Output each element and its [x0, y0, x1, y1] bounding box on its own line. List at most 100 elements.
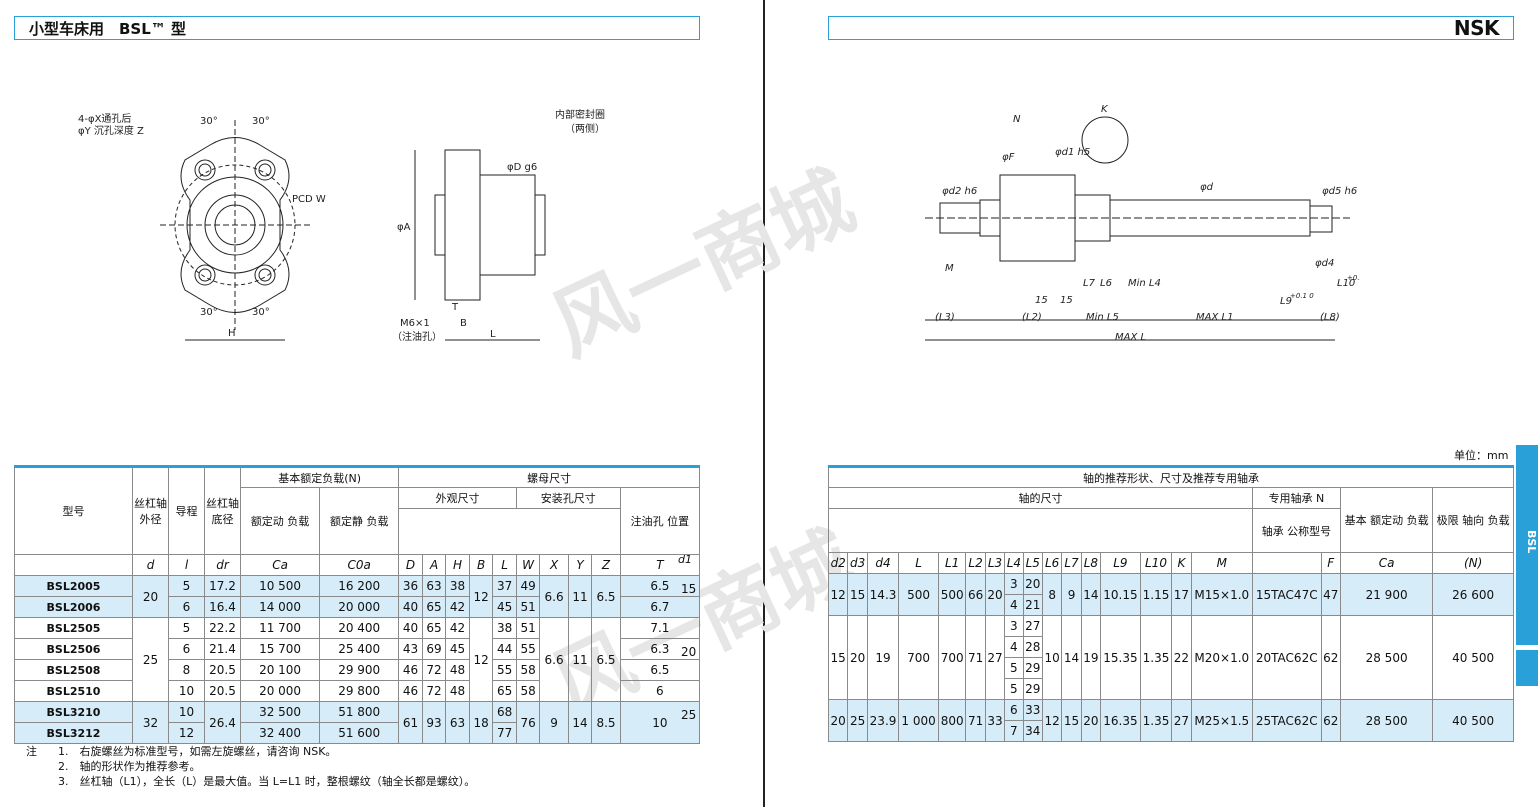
note-item: 2. 轴的形状作为推荐参考。 [58, 760, 201, 773]
sym: L6 [1041, 552, 1063, 574]
side-tab[interactable] [1516, 445, 1538, 645]
table-row[interactable]: 12 15 14.3 500 500 66 20 3 20 8 9 14 10.… [827, 573, 1514, 616]
table-row[interactable]: BSL2505 25 5 22.2 11 700 20 400 40 65 42… [14, 617, 701, 702]
max-l1-label: MAX L1 [1196, 312, 1233, 323]
sym: (N) [1432, 552, 1514, 574]
oil-hole-label: M6×1 [400, 318, 430, 329]
note-item: 3. 丝杠轴（L1），全长（L）是最大值。当 L=L1 时，整根螺纹（轴全长都是… [58, 775, 476, 788]
d1-g1: 15 [681, 582, 697, 596]
d-label: φd [1200, 182, 1214, 193]
col-oil: 注油孔 位置 [619, 487, 701, 555]
m-label: M [945, 263, 954, 274]
h-label: H [228, 328, 236, 339]
table-row[interactable]: BSL3210 32 10 26.4 32 500 51 800 61 93 6… [14, 701, 701, 744]
sym: H [445, 554, 470, 576]
sym: C0a [319, 554, 400, 576]
dim-15: 15 [1035, 295, 1048, 306]
col-bearing-model: 轴承 公称型号 [1251, 508, 1341, 553]
col-shaft: 轴的尺寸 [828, 487, 1253, 509]
sym: d3 [847, 552, 868, 574]
col-limit: 极限 轴向 负载 [1432, 487, 1514, 553]
col-root: 丝杠轴 底径 [204, 466, 241, 555]
angle-label: 30° [200, 116, 218, 127]
notes-label: 注 [26, 745, 37, 758]
sym: L10 [1139, 552, 1173, 574]
sym: L7 [1061, 552, 1082, 574]
min-l5-label: Min L5 [1086, 312, 1119, 323]
angle-label: 30° [252, 307, 270, 318]
table-row[interactable]: 15 20 19 700 700 71 27 3 27 10 14 19 15.… [827, 615, 1514, 700]
table-row[interactable]: 20 25 23.9 1 000 800 71 33 6 33 12 15 20… [827, 699, 1514, 742]
sym: L8 [1080, 552, 1102, 574]
col-model: 型号 [14, 466, 133, 555]
col-stat: 额定静 负载 [319, 487, 400, 555]
col-bearing: 专用轴承 N [1251, 487, 1341, 509]
angle-label: 30° [200, 307, 218, 318]
sym: A [421, 554, 447, 576]
sym: D [398, 554, 423, 576]
d1h5-label: φd1 h5 [1055, 147, 1090, 158]
sym: L1 [937, 552, 967, 574]
l6-label: L6 [1100, 278, 1112, 289]
d5h6-label: φd5 h6 [1322, 186, 1357, 197]
shaft-table-title: 轴的推荐形状、尺寸及推荐专用轴承 [828, 466, 1514, 488]
sym: l [168, 554, 205, 576]
table-row[interactable]: BSL2506 6 21.4 15 700 25 400 43 69 45 44… [14, 638, 701, 660]
sym: Ca [239, 554, 321, 576]
col-load: 基本额定负载(N) [239, 466, 400, 488]
l7-label: L7 [1083, 278, 1096, 289]
col-nut: 螺母尺寸 [398, 466, 700, 488]
table-row[interactable]: BSL2508 8 20.5 20 100 29 900 46 72 48 55… [14, 659, 701, 681]
pcd-label: PCD W [292, 194, 326, 205]
page-divider [763, 0, 765, 807]
sym-d1: d1 [678, 553, 692, 566]
table-row[interactable]: BSL2510 10 20.5 20 000 29 800 46 72 48 6… [14, 680, 701, 702]
min-l4-label: Min L4 [1128, 278, 1161, 289]
sym: d2 [827, 552, 849, 574]
col-lead: 导程 [168, 466, 205, 555]
seal-sub-label: （两侧） [565, 122, 605, 135]
f-label: φF [1002, 152, 1015, 163]
sym: L [492, 554, 517, 576]
l3-label: (L3) [935, 312, 955, 323]
k-label: K [1101, 104, 1109, 115]
phi-a-label: φA [397, 222, 411, 233]
brand-logo: NSK [1453, 16, 1500, 40]
sym: L2 [965, 552, 986, 574]
d1-g2: 20 [681, 645, 697, 659]
nut-spec-table: 型号 丝杠轴 外径 导程 丝杠轴 底径 基本额定负载(N) 螺母尺寸 额定动 负… [14, 465, 701, 744]
flange-outline [180, 137, 290, 313]
sym: L3 [984, 552, 1006, 574]
l2-label: (L2) [1022, 312, 1042, 323]
sym: W [515, 554, 541, 576]
sym: M [1190, 552, 1253, 574]
d2h6-label: φd2 h6 [942, 186, 977, 197]
col-outer: 外观尺寸 [398, 487, 517, 509]
page-title-right: NSK [828, 16, 1514, 40]
l10-label: L10 [1337, 278, 1355, 289]
b-label: B [460, 318, 467, 329]
table-row[interactable]: BSL3212 12 32 400 51 600 77 [14, 722, 700, 744]
sym: B [468, 554, 494, 576]
side-tab-lower [1516, 650, 1538, 686]
t-label: T [451, 302, 459, 313]
phi-d-label: φD g6 [507, 162, 537, 173]
table-row[interactable]: BSL2005 20 5 17.2 10 500 16 200 36 63 38… [14, 575, 701, 618]
page-title-left: 小型车床用 BSL™ 型 [14, 16, 700, 40]
side-tab-label: BSL [1525, 530, 1538, 554]
title-text: 小型车床用 BSL™ 型 [29, 19, 187, 38]
unit-label: 单位：mm [1454, 449, 1509, 462]
col-screw-od: 丝杠轴 外径 [132, 466, 169, 555]
angle-label: 30° [252, 116, 270, 127]
nut-drawing: 4-φX通孔后 φY 沉孔深度 Z 30° 30° 30° 30° PCD W … [78, 108, 605, 343]
max-l-label: MAX L [1115, 332, 1146, 343]
counterbore-note: φY 沉孔深度 Z [78, 124, 144, 137]
sym: L5 [1022, 552, 1043, 574]
sym: dr [204, 554, 241, 576]
shaft-drawing: K N φF φd1 h5 φd φd2 h6 φd5 h6 φd4 M (L3… [925, 104, 1360, 343]
d1-g3: 25 [681, 708, 697, 722]
n-label: N [1013, 114, 1021, 125]
sym: Z [591, 554, 621, 576]
l9-label: L9 [1280, 296, 1292, 307]
